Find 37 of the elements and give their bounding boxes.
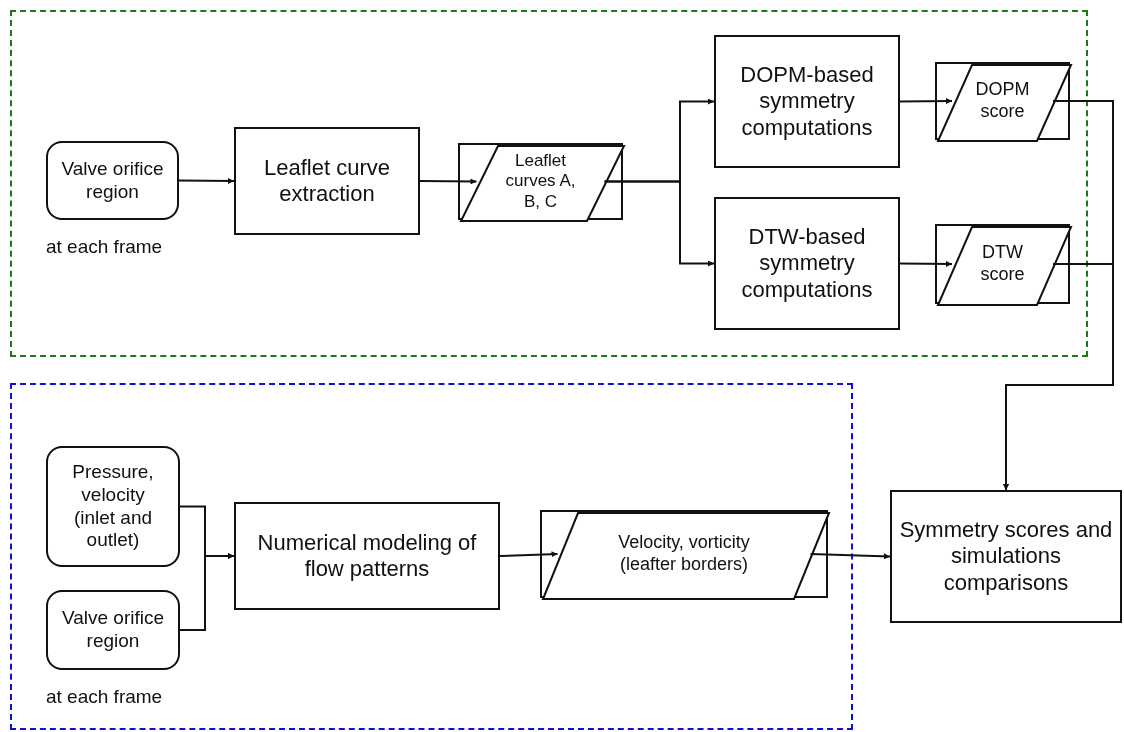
node-label: Valve orifice region — [60, 607, 166, 653]
process-box — [234, 502, 500, 610]
data-parallelogram — [935, 62, 1070, 140]
process-box — [714, 35, 900, 168]
node-label: DTW score — [979, 242, 1026, 286]
node-label: Leaflet curve extraction — [263, 154, 391, 208]
node-label: DOPM-based symmetry computations — [739, 61, 875, 142]
node-label: Velocity, vorticity (leafter borders) — [617, 532, 751, 576]
arrow — [809, 553, 891, 560]
node-caption: at each frame — [46, 686, 163, 708]
node-label: Leaflet curves A, B, C — [504, 150, 577, 213]
data-parallelogram — [540, 510, 828, 598]
arrow — [179, 553, 235, 631]
arrow — [419, 178, 478, 185]
node-label: Valve orifice region — [60, 157, 165, 204]
node-caption: at each frame — [46, 236, 163, 258]
data-parallelogram — [458, 143, 623, 220]
node-label: DTW-based symmetry computations — [740, 223, 874, 304]
arrow — [899, 260, 953, 267]
arrow — [178, 177, 235, 184]
input-box — [46, 446, 180, 567]
node-label: Symmetry scores and simulations comparisons — [898, 516, 1114, 597]
node-label: Pressure, velocity (inlet and outlet) — [71, 460, 155, 553]
input-box — [46, 590, 180, 670]
process-box — [234, 127, 420, 235]
process-box — [714, 197, 900, 330]
node-label: DOPM score — [974, 79, 1031, 123]
dashed-group-frame — [10, 383, 853, 730]
arrow — [1003, 263, 1114, 491]
data-parallelogram — [935, 224, 1070, 304]
arrow — [899, 98, 953, 105]
node-label: Numerical modeling of flow patterns — [256, 529, 478, 583]
process-box — [890, 490, 1122, 623]
arrow — [603, 180, 715, 267]
input-box — [46, 141, 179, 220]
dashed-group-frame — [10, 10, 1088, 357]
arrow — [499, 551, 559, 558]
